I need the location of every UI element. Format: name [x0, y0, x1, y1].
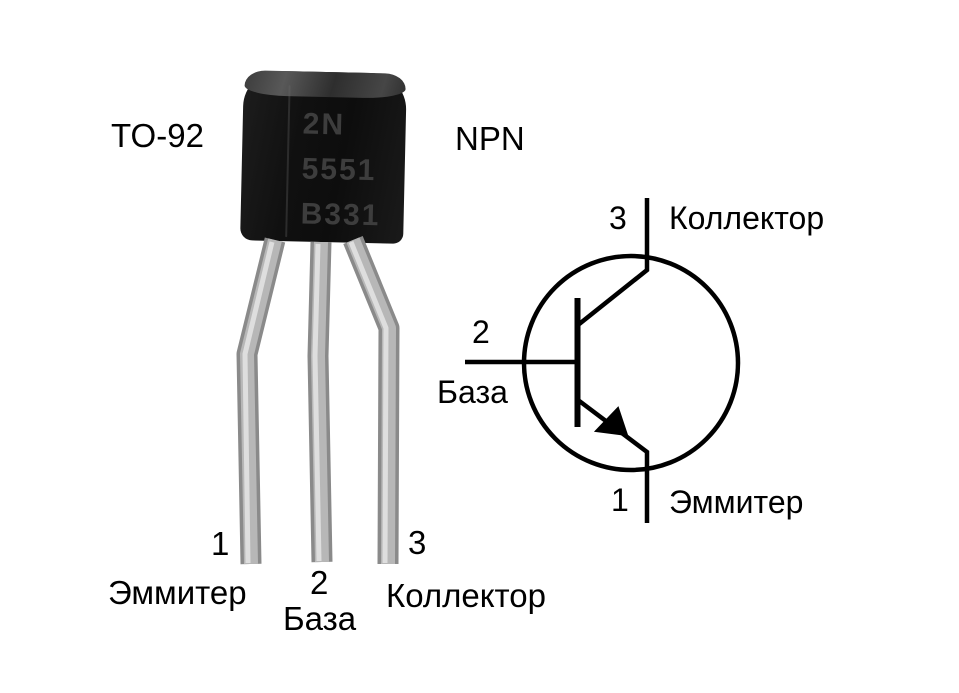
photo-pin1-name: Эммитер	[108, 574, 247, 611]
marking-line-2: 5551	[301, 152, 377, 188]
schematic-emitter-number: 1	[611, 482, 629, 518]
schematic-base-number: 2	[472, 314, 490, 350]
transistor-type-label: NPN	[455, 120, 525, 157]
transistor-body-top-face	[244, 70, 406, 99]
photo-pin3-number: 3	[408, 524, 427, 561]
package-marking-text: 2N 5551 B331	[300, 102, 383, 239]
photo-pin1-number: 1	[211, 525, 230, 562]
leg-1-emitter	[236, 237, 286, 565]
schematic-emitter-name: Эммитер	[669, 484, 804, 520]
leg-2-base	[307, 241, 333, 563]
schematic-collector-lead	[576, 198, 650, 327]
photo-pin3-name: Коллектор	[386, 577, 546, 614]
transistor-body-edge-highlight	[285, 85, 291, 238]
transistor-body-photo: 2N 5551 B331	[240, 70, 407, 244]
schematic-collector-name: Коллектор	[669, 200, 825, 236]
npn-schematic-symbol	[465, 198, 741, 523]
schematic-emitter-arrow	[593, 406, 629, 437]
schematic-base-name: База	[437, 374, 508, 410]
schematic-collector-number: 3	[609, 200, 627, 236]
schematic-emitter-lead	[576, 398, 650, 523]
transistor-legs-photo	[236, 236, 400, 565]
marking-line-1: 2N	[302, 107, 346, 142]
marking-line-3: B331	[300, 197, 381, 233]
leg-3-collector	[343, 236, 400, 565]
package-name-label: TO-92	[111, 117, 204, 154]
photo-pin2-number: 2	[310, 564, 329, 601]
photo-pin2-name: База	[283, 600, 357, 637]
